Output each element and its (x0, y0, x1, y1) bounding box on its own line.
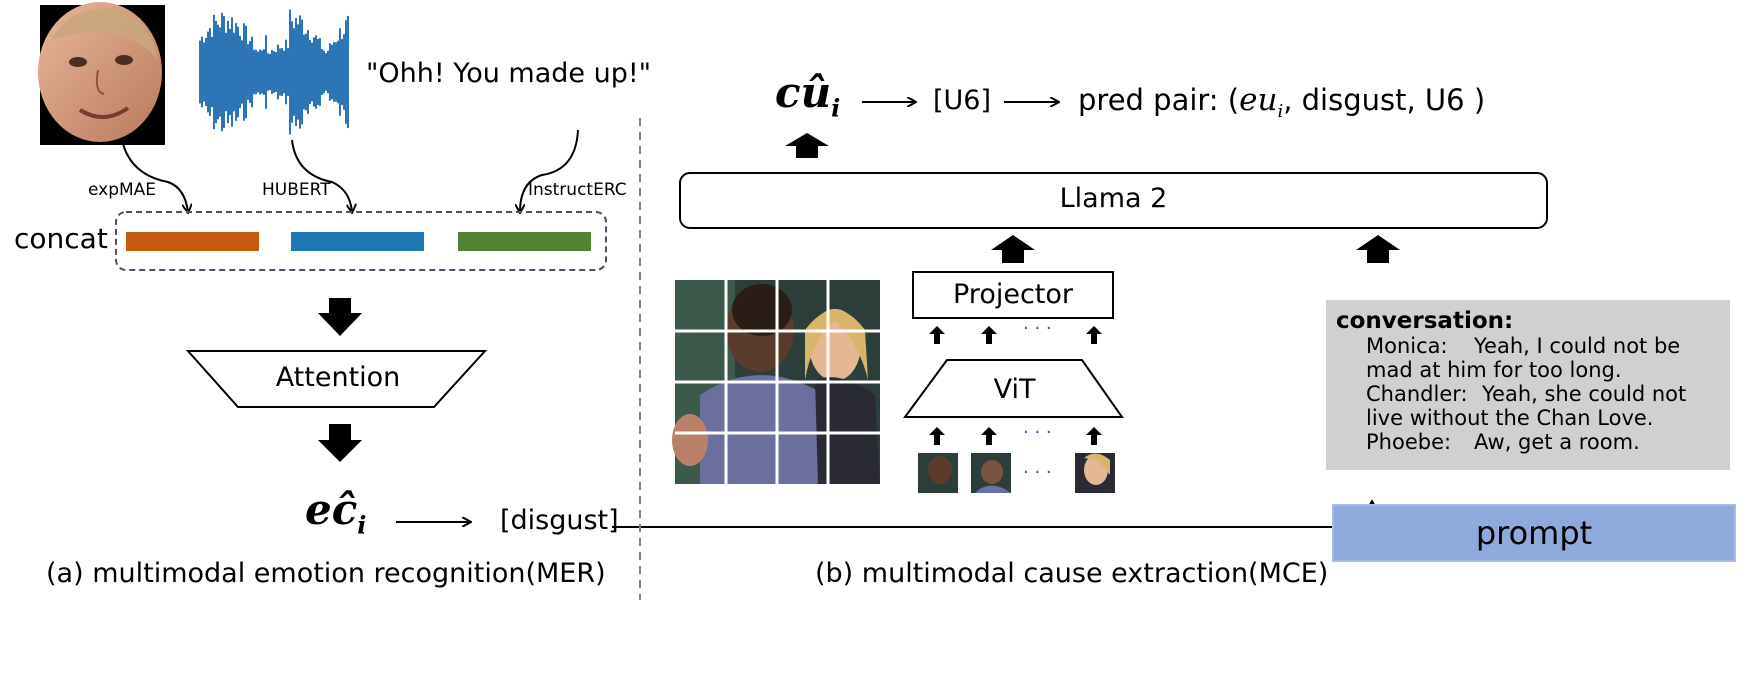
utterance: Aw, get a room. (1474, 430, 1640, 454)
hubert-feature-bar (291, 232, 424, 251)
instructerc-feature-bar (458, 232, 591, 251)
pred-pair-prefix: pred pair: ( (1078, 83, 1240, 117)
speaker: Chandler: (1366, 382, 1468, 406)
audio-to-hubert-arrow (291, 139, 352, 212)
vit-block (903, 359, 1124, 418)
patch-input-arrows (929, 427, 1102, 445)
utterance: mad at him for too long. (1366, 358, 1622, 382)
projector-block (912, 271, 1114, 319)
conversation-line: Phoebe: Aw, get a room. (1336, 430, 1722, 454)
projector-to-llama-arrow (991, 235, 1035, 263)
face-image (38, 2, 165, 145)
attention-block (185, 350, 488, 408)
small-up-arrow (1086, 326, 1102, 344)
utterance: Yeah, she could not (1482, 382, 1687, 406)
vit-output-arrows (929, 326, 1102, 344)
ec-symbol-base: eĉ (305, 485, 358, 534)
expmae-feature-bar (126, 232, 259, 251)
vit-label: ViT (993, 374, 1036, 405)
conversation-to-llama-arrow (1356, 235, 1400, 263)
concat-to-attention-arrow (318, 298, 362, 336)
predicted-emotion: [disgust] (500, 505, 619, 536)
mce-caption: (b) multimodal cause extraction(MCE) (815, 558, 1329, 589)
llama-to-cu-arrow (785, 133, 829, 158)
mer-caption: (a) multimodal emotion recognition(MER) (46, 558, 606, 589)
utterance: Yeah, I could not be (1474, 334, 1681, 358)
attention-to-ec-arrow (318, 424, 362, 462)
cu-symbol-base: cû (775, 68, 832, 117)
pred-pair: pred pair: (eui, disgust, U6 ) (1078, 82, 1485, 122)
conversation-line: Chandler: Yeah, she could not (1336, 382, 1722, 406)
ec-symbol-sub: i (357, 510, 367, 540)
small-up-arrow (929, 326, 945, 344)
conversation-heading: conversation: (1336, 308, 1514, 334)
speaker: Phoebe: (1366, 430, 1452, 454)
conversation-line: live without the Chan Love. (1336, 406, 1722, 430)
transcript-quote: "Ohh! You made up!" (366, 58, 652, 89)
conversation-line: Monica: Yeah, I could not be (1336, 334, 1722, 358)
pred-pair-eu-sub: i (1277, 100, 1284, 122)
concat-container (115, 211, 607, 271)
vit-output-ellipsis: · · · (1023, 318, 1052, 339)
cu-symbol-sub: i (831, 93, 841, 123)
face-to-expmae-arrow (121, 139, 188, 212)
disgust-to-prompt-arrow (612, 502, 1372, 528)
speaker: Monica: (1366, 334, 1448, 358)
encoder-label-hubert: HUBERT (262, 180, 331, 200)
prompt-block: prompt (1332, 504, 1736, 562)
video-frame-grid (672, 280, 880, 484)
pred-pair-eu: eu (1239, 82, 1278, 118)
projector-label: Projector (953, 279, 1073, 310)
text-to-instructerc-arrow (520, 129, 579, 212)
patch-thumbnail-ellipsis: · · · (1023, 462, 1052, 483)
u6-label: [U6] (933, 85, 992, 116)
audio-waveform-icon (199, 9, 349, 135)
prompt-label: prompt (1475, 514, 1593, 552)
image-patch-thumbnails (918, 453, 1115, 493)
conversation-panel: conversation: Monica: Yeah, I could not b… (1326, 300, 1730, 470)
ec-symbol: eĉi (305, 485, 366, 539)
attention-label: Attention (275, 362, 401, 393)
concat-label: concat (14, 222, 108, 255)
small-up-arrow (1086, 427, 1102, 445)
encoder-label-expmae: expMAE (88, 180, 157, 200)
conversation-line: mad at him for too long. (1336, 358, 1722, 382)
utterance: live without the Chan Love. (1366, 406, 1654, 430)
small-up-arrow (929, 427, 945, 445)
small-up-arrow (981, 326, 997, 344)
cu-symbol: cûi (775, 68, 840, 122)
patch-input-ellipsis-top: · · · (1023, 422, 1052, 443)
llama-label: Llama 2 (1059, 183, 1168, 214)
llama-block (679, 172, 1548, 229)
pred-pair-suffix: , disgust, U6 ) (1283, 83, 1486, 117)
encoder-label-instructerc: InstructERC (528, 180, 627, 200)
small-up-arrow (981, 427, 997, 445)
